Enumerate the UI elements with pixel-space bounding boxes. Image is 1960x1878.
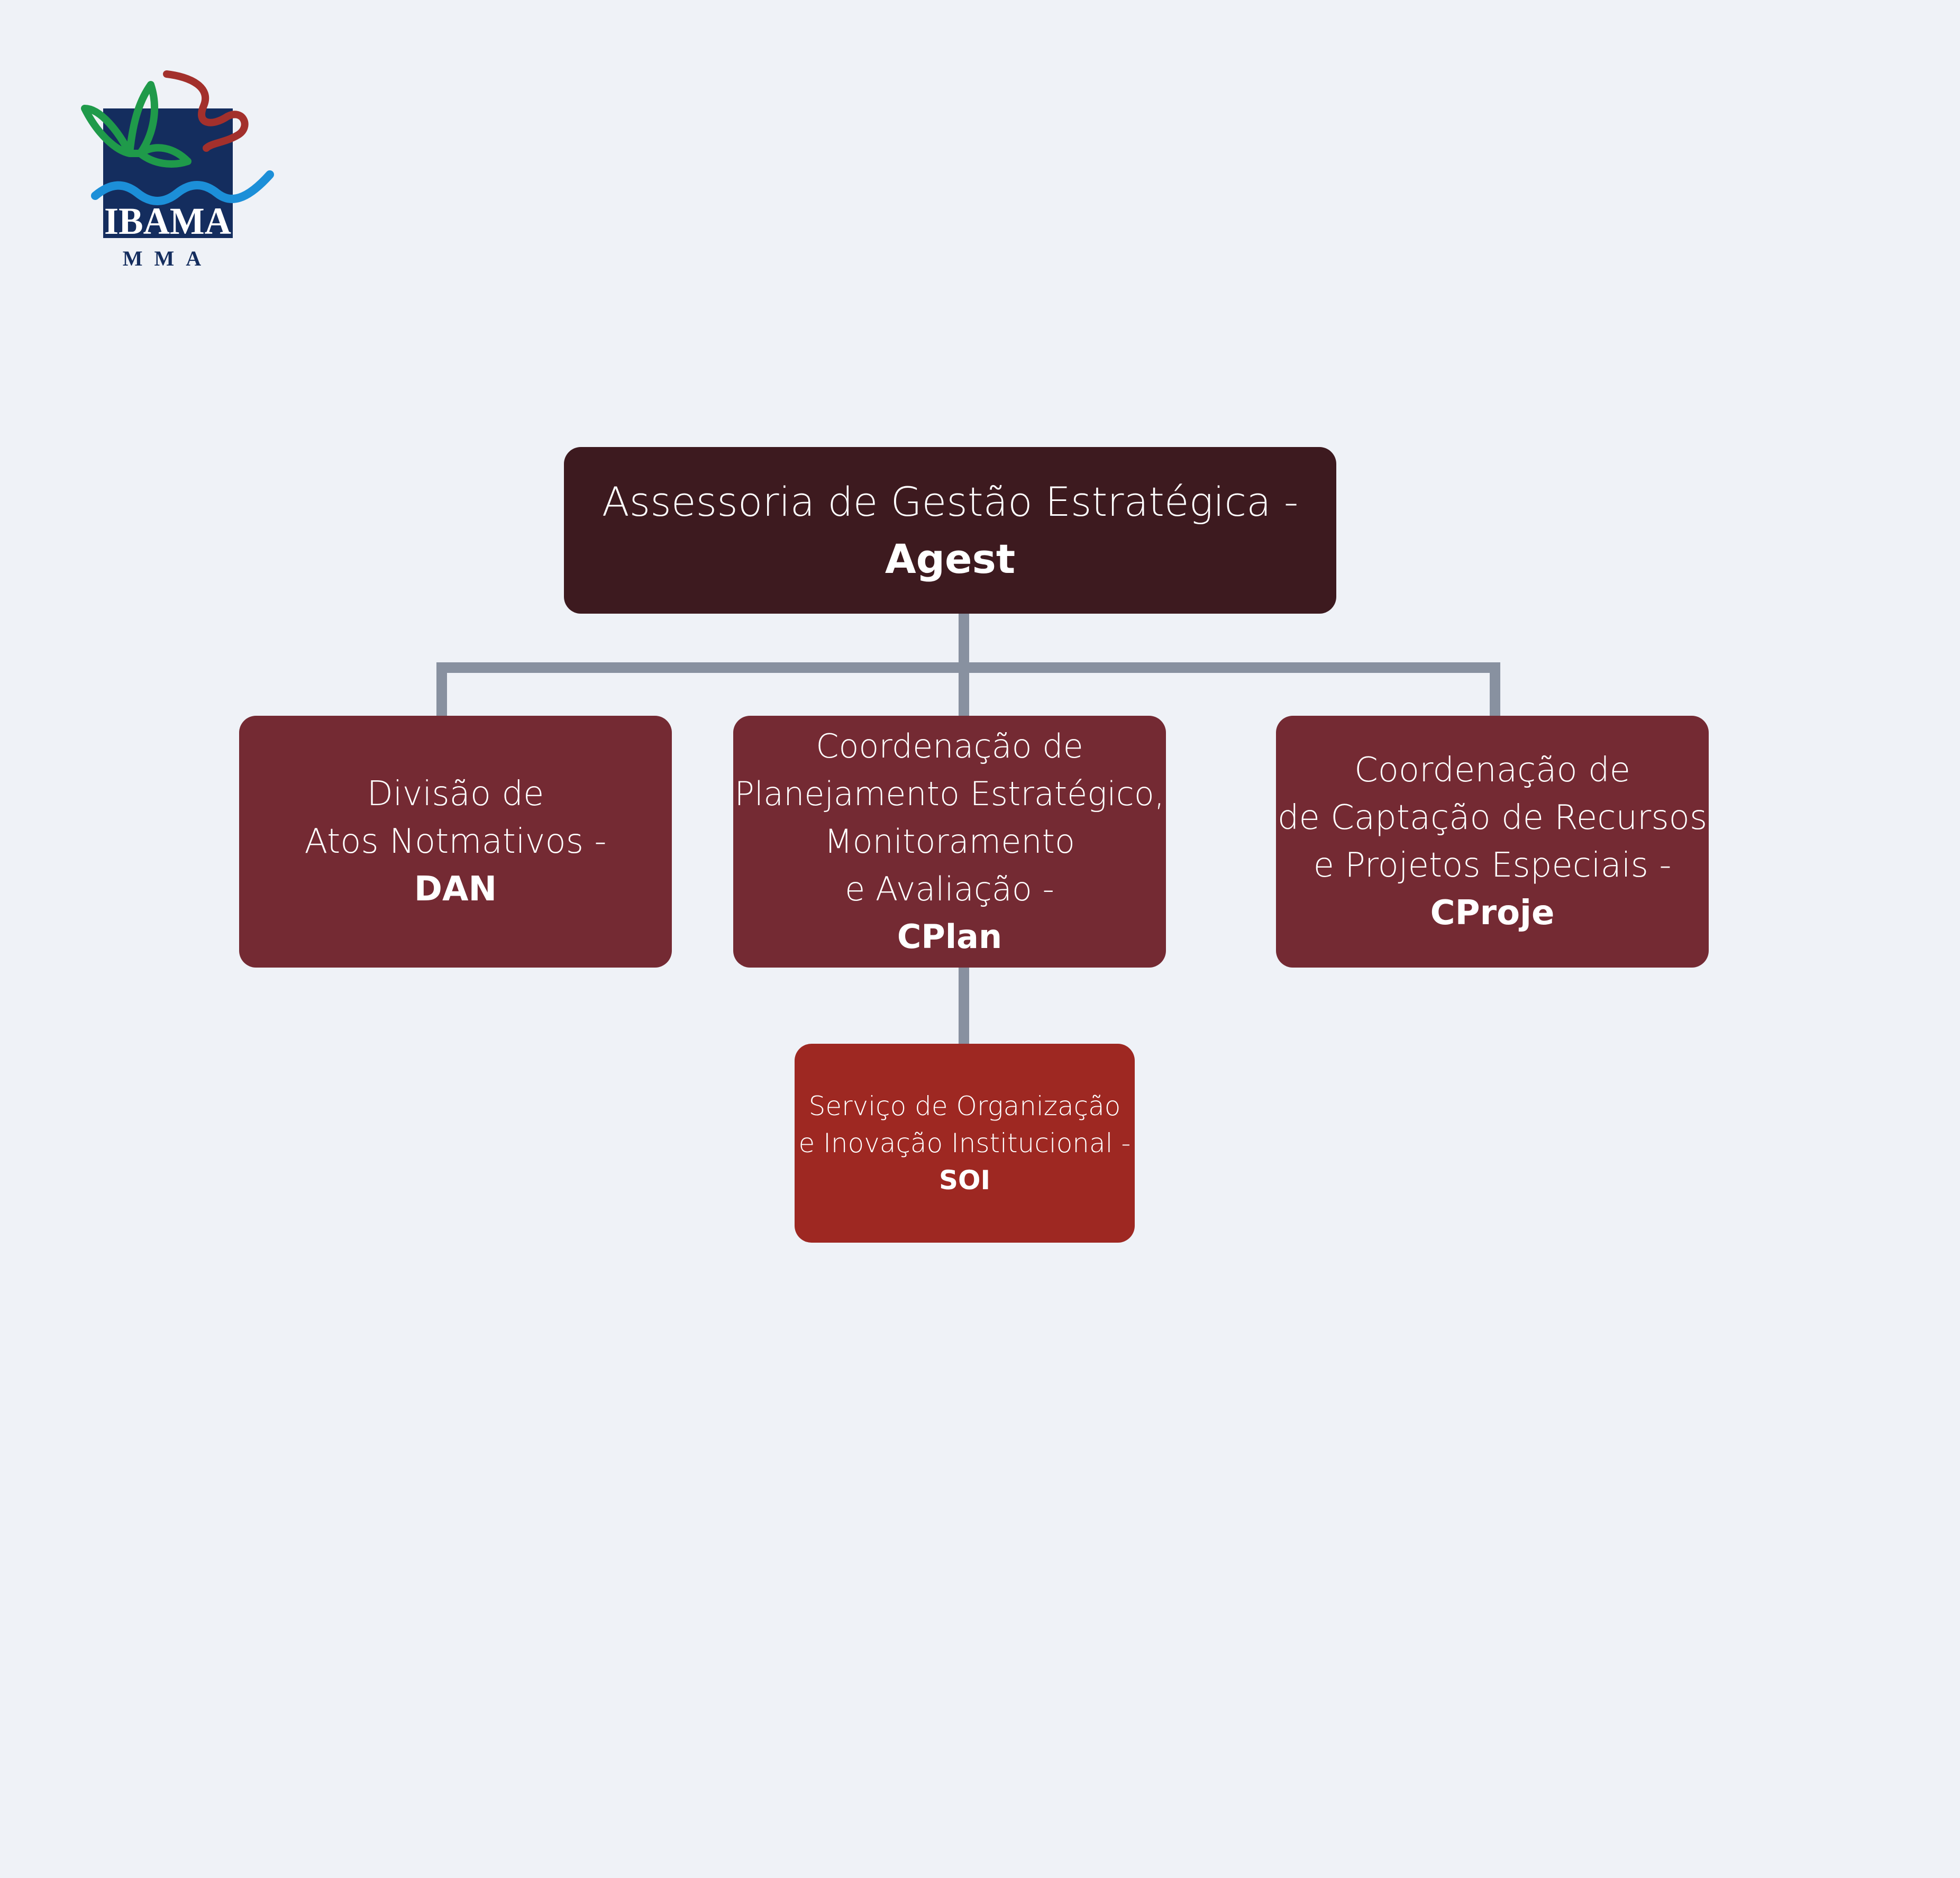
org-box-text-line: e Inovação Institucional - <box>798 1128 1131 1159</box>
logo-wave-icon <box>91 170 274 205</box>
org-box-abbreviation: SOI <box>938 1165 991 1196</box>
org-box-text-line: Assessoria de Gestão Estratégica - <box>601 478 1299 525</box>
org-box-cplan: Coordenação de Planejamento Estratégico,… <box>733 716 1166 968</box>
org-box-text-line: de Captação de Recursos <box>1277 798 1708 837</box>
org-box-text-line: Serviço de Organização <box>808 1091 1121 1122</box>
org-box-text-line: Divisão de <box>367 774 544 814</box>
org-box-text-line: e Avaliação - <box>845 870 1054 908</box>
org-box-cproje: Coordenação de de Captação de Recursos e… <box>1276 716 1709 968</box>
org-box-text-line: Planejamento Estratégico, <box>734 774 1165 813</box>
org-box-agest: Assessoria de Gestão Estratégica - Agest <box>564 447 1336 614</box>
org-box-text-line: Atos Notmativos - <box>304 822 607 861</box>
logo-leaf-icon <box>81 81 192 168</box>
org-box-abbreviation: DAN <box>414 870 497 909</box>
logo-name: IBAMA <box>104 200 231 242</box>
logo-square <box>103 108 233 238</box>
org-box-dan: Divisão de Atos Notmativos - DAN <box>239 716 672 968</box>
org-box-soi: Serviço de Organização e Inovação Instit… <box>795 1044 1135 1243</box>
org-box-text-line: Coordenação de <box>816 727 1083 765</box>
org-box-text-line: Coordenação de <box>1354 751 1630 790</box>
logo-subtitle: MMA <box>123 247 213 270</box>
org-box-abbreviation: Agest <box>885 535 1016 582</box>
logo-ribbon-icon <box>163 70 249 152</box>
org-box-text-line: e Projetos Especiais - <box>1313 846 1672 885</box>
ibama-logo: IBAMA MMA <box>81 70 274 270</box>
org-box-abbreviation: CPlan <box>897 917 1002 956</box>
org-box-text-line: Monitoramento <box>824 822 1075 861</box>
org-box-abbreviation: CProje <box>1430 894 1555 933</box>
